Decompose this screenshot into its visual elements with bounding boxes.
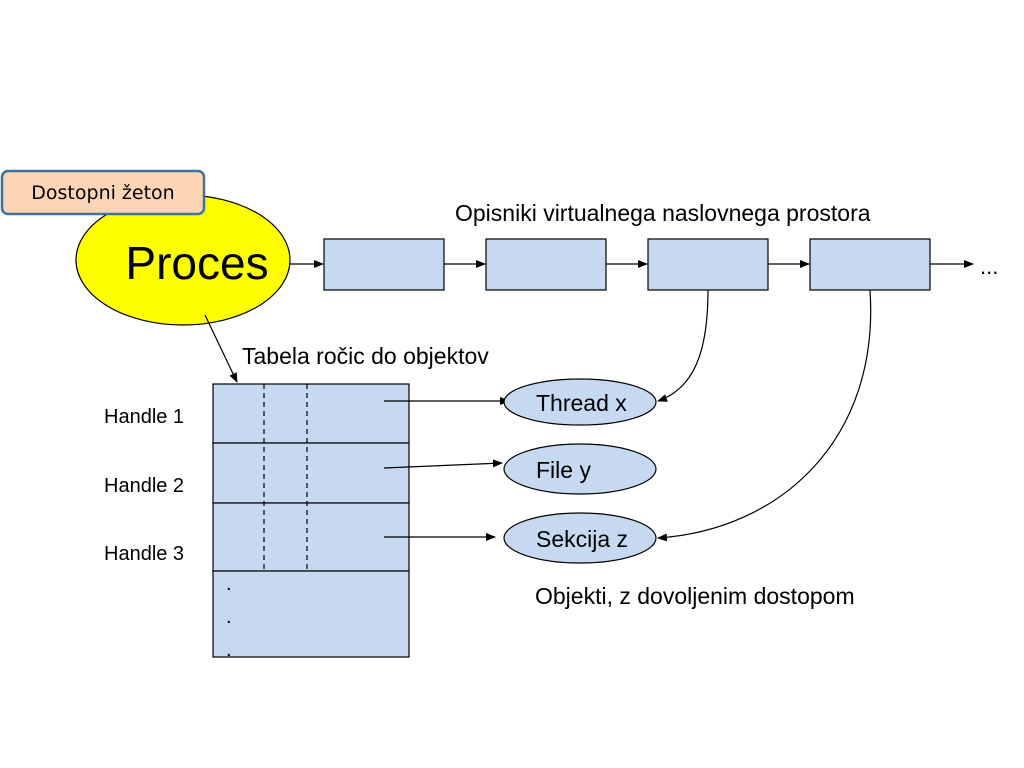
vad-box-2 — [485, 238, 607, 291]
object-section-z-label: Sekcija z — [536, 526, 628, 552]
vad-box-1 — [323, 238, 445, 291]
handle-label-3: Handle 3 — [104, 543, 184, 565]
object-file-y-label: File y — [536, 457, 591, 483]
objects-caption: Objekti, z dovoljenim dostopom — [535, 583, 855, 609]
handle-more-dots: . . . — [226, 573, 237, 661]
handle-label-1: Handle 1 — [104, 406, 184, 428]
arrow-vad4-to-section — [657, 289, 872, 542]
handle-table — [212, 383, 410, 658]
arrow-process-to-table — [204, 314, 238, 383]
access-token-label: Dostopni žeton — [31, 182, 174, 204]
process-label: Proces — [125, 237, 268, 289]
vad-ellipsis: ... — [980, 254, 998, 279]
object-thread-x-label: Thread x — [536, 390, 627, 416]
handle-row-3 — [212, 502, 410, 572]
arrow-handle2-to-file — [383, 459, 503, 469]
handle-row-2 — [212, 442, 410, 504]
handle-label-2: Handle 2 — [104, 475, 184, 497]
vad-title: Opisniki virtualnega naslovnega prostora — [455, 200, 871, 226]
arrow-vad3-to-thread — [657, 289, 709, 402]
handle-table-title: Tabela ročic do objektov — [242, 343, 489, 369]
handle-row-1 — [212, 383, 410, 444]
object-thread-x — [503, 378, 657, 426]
object-file-y — [503, 443, 657, 495]
access-token-box — [0, 169, 206, 216]
vad-box-4 — [809, 238, 931, 291]
object-section-z — [503, 512, 657, 564]
handle-row-more — [212, 570, 410, 658]
vad-box-3 — [647, 238, 769, 291]
